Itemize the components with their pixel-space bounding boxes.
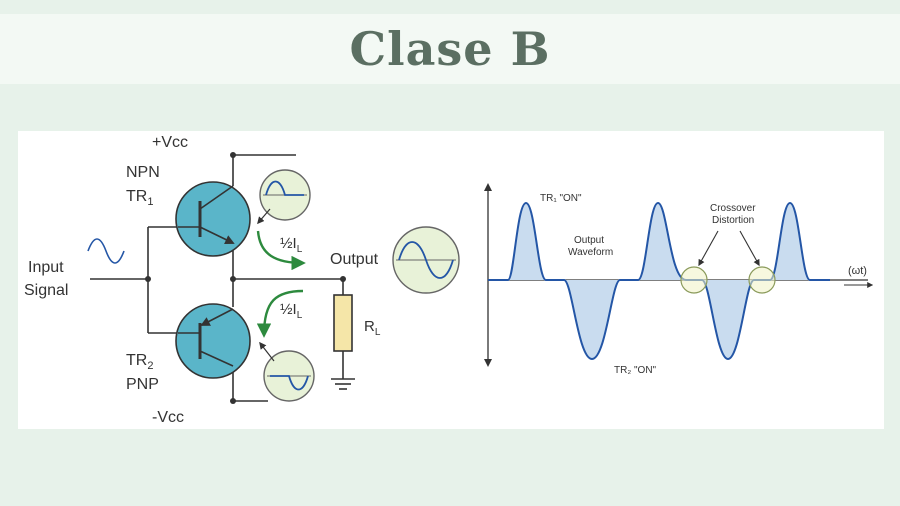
crossover-label-line1: Crossover bbox=[710, 203, 756, 214]
amplifier-circuit: +Vcc -Vcc NPN TR1 TR2 PNP Input Signal O… bbox=[24, 134, 460, 426]
scope-bottom-pointer-arrow bbox=[259, 341, 275, 362]
positive-half-cycle-1 bbox=[488, 201, 547, 281]
crossover-label-line2: Distortion bbox=[712, 215, 754, 226]
output-waveform-graph: TR₁ "ON" TR₂ "ON" Output Waveform Crosso… bbox=[484, 183, 874, 376]
input-label-line1: Input bbox=[28, 259, 64, 276]
transistor-tr1-npn bbox=[175, 181, 251, 257]
output-waveform-label-line1: Output bbox=[574, 235, 604, 246]
current-arrow-top bbox=[256, 230, 306, 271]
vcc-positive-label: +Vcc bbox=[152, 134, 188, 151]
crossover-marker-2 bbox=[748, 266, 776, 294]
half-il-top-label: ½IL bbox=[280, 235, 303, 255]
current-arrow-bottom bbox=[256, 289, 304, 338]
negative-half-cycle-1 bbox=[546, 279, 638, 361]
tr1-label: TR1 bbox=[126, 188, 153, 208]
scope-top-icon bbox=[259, 169, 311, 221]
scope-output-icon bbox=[392, 226, 460, 294]
output-label: Output bbox=[330, 251, 379, 268]
scope-top-pointer-arrow bbox=[257, 208, 271, 225]
tr2-on-label: TR₂ "ON" bbox=[614, 365, 657, 376]
title-band: Clase B bbox=[0, 14, 900, 84]
class-b-diagram: +Vcc -Vcc NPN TR1 TR2 PNP Input Signal O… bbox=[24, 134, 874, 426]
output-waveform-label-line2: Waveform bbox=[568, 247, 613, 258]
scope-bottom-icon bbox=[263, 350, 315, 402]
crossover-arrow-right bbox=[739, 230, 760, 267]
half-il-bottom-label: ½IL bbox=[280, 301, 303, 321]
vcc-negative-label: -Vcc bbox=[152, 409, 184, 426]
rl-label: RL bbox=[364, 318, 381, 338]
diagram-panel: +Vcc -Vcc NPN TR1 TR2 PNP Input Signal O… bbox=[18, 131, 884, 429]
negative-half-cycle-2 bbox=[686, 279, 770, 361]
tr1-on-label: TR₁ "ON" bbox=[540, 193, 582, 204]
circuit-junctions bbox=[145, 152, 346, 404]
positive-half-cycle-2 bbox=[637, 201, 687, 281]
pnp-label: PNP bbox=[126, 376, 159, 393]
load-resistor bbox=[333, 294, 353, 352]
crossover-arrow-left bbox=[698, 230, 719, 267]
input-label-line2: Signal bbox=[24, 282, 68, 299]
input-sine-icon bbox=[87, 238, 125, 264]
slide-title: Clase B bbox=[349, 22, 551, 76]
npn-label: NPN bbox=[126, 164, 160, 181]
ground-symbol bbox=[331, 378, 355, 390]
tr2-label: TR2 bbox=[126, 352, 153, 372]
positive-half-cycle-3 bbox=[769, 201, 830, 281]
transistor-tr2-pnp bbox=[175, 303, 251, 379]
omega-t-axis-label: (ωt) bbox=[848, 265, 867, 277]
crossover-marker-1 bbox=[680, 266, 708, 294]
